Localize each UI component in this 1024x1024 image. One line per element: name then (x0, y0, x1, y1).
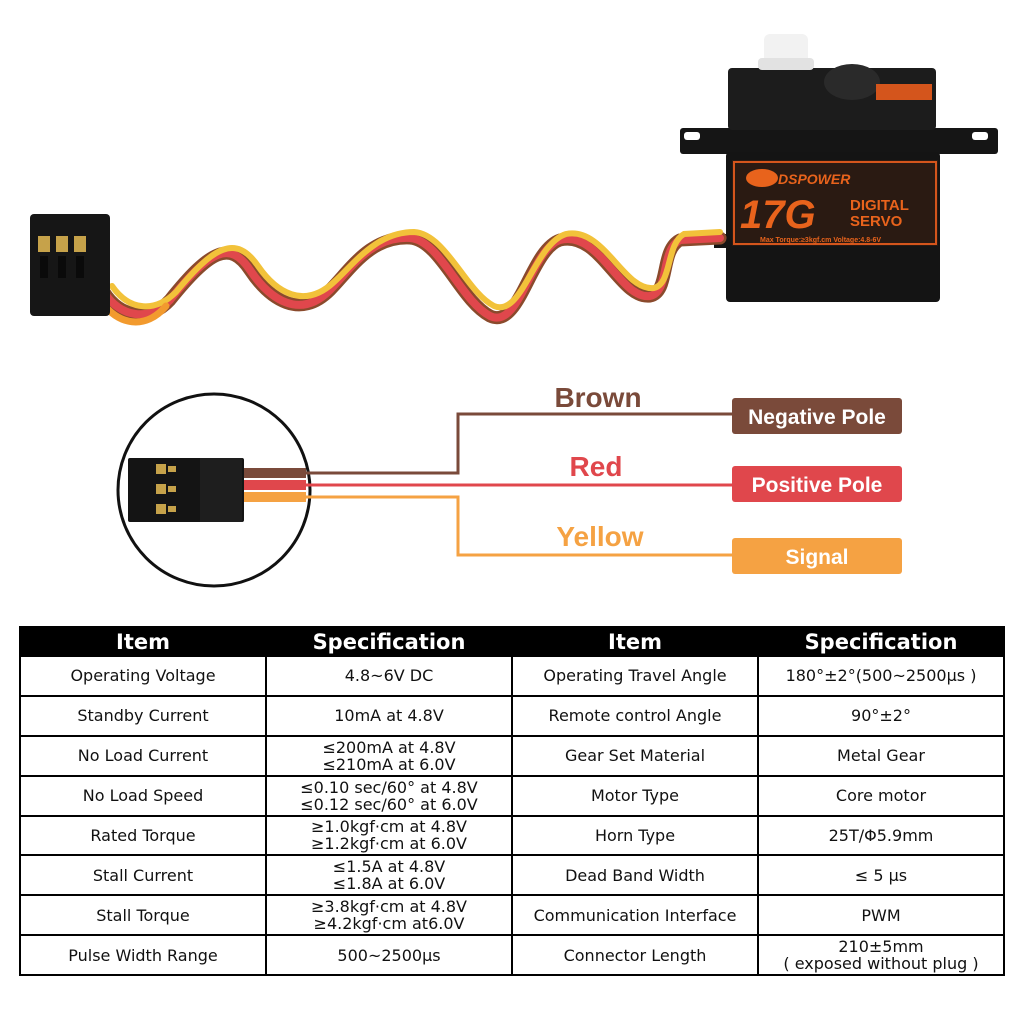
spec-value-line: ≤200mA at 4.8V (322, 737, 456, 757)
spec-item-name: Rated Torque (19, 814, 267, 857)
brand-logo: DSPOWER (778, 171, 851, 187)
spec-value-line: ≤1.5A at 4.8V (332, 857, 446, 877)
spec-value: Core motor (757, 774, 1005, 817)
coiled-cable (96, 228, 727, 326)
negative-pole-pill (732, 398, 902, 434)
spec-value-line: ( exposed without plug ) (783, 954, 979, 974)
spec-value: ≥3.8kgf·cm at 4.8V≥4.2kgf·cm at6.0V (265, 894, 513, 937)
spec-item-name: Remote control Angle (511, 694, 759, 737)
spec-item-name: Stall Current (19, 854, 267, 897)
table-row: Stall Torque≥3.8kgf·cm at 4.8V≥4.2kgf·cm… (19, 894, 1005, 937)
header-item-1: Item (19, 626, 267, 657)
positive-pole-pill (732, 466, 902, 502)
wire-color-red: Red (570, 451, 623, 482)
spec-value: 25T/Φ5.9mm (757, 814, 1005, 857)
plug-connector (30, 214, 110, 316)
spec-item-name: Motor Type (511, 774, 759, 817)
spec-item-name: Dead Band Width (511, 854, 759, 897)
spec-value: ≤ 5 μs (757, 854, 1005, 897)
spec-value-line: ≤1.8A at 6.0V (332, 874, 446, 894)
spec-value: ≥1.0kgf·cm at 4.8V≥1.2kgf·cm at 6.0V (265, 814, 513, 857)
table-row: No Load Current≤200mA at 4.8V≤210mA at 6… (19, 734, 1005, 777)
spec-value-line: ≥4.2kgf·cm at6.0V (313, 914, 465, 934)
spec-value-line: ≥3.8kgf·cm at 4.8V (310, 897, 467, 917)
table-row: Operating Voltage 4.8~6V DC Operating Trav… (19, 655, 1005, 697)
spec-value-line: PWM (861, 905, 901, 925)
spec-value: 10mA at 4.8V (265, 694, 513, 737)
spec-value-line: 25T/Φ5.9mm (828, 825, 934, 845)
spec-value-line: Core motor (835, 786, 927, 806)
header-spec-2: Specification (757, 626, 1005, 657)
spec-value-line: ≥1.2kgf·cm at 6.0V (310, 834, 467, 854)
header-item-2: Item (511, 626, 759, 657)
spec-value: ≤1.5A at 4.8V≤1.8A at 6.0V (265, 854, 513, 897)
table-row: Standby Current 10mA at 4.8V Remote contro… (19, 694, 1005, 737)
spec-item-name: Operating Travel Angle (511, 655, 759, 697)
spec-value: 90°±2° (757, 694, 1005, 737)
wire-color-brown: Brown (554, 382, 641, 413)
signal-label: Signal (785, 546, 848, 569)
negative-pole-label: Negative Pole (748, 406, 886, 429)
servo-ratings: Max Torque:≥3kgf.cm Voltage:4.8-6V (760, 237, 881, 244)
header-spec-1: Specification (265, 626, 513, 657)
spec-value: Metal Gear (757, 734, 1005, 777)
spec-value-line: 4.8~6V DC (344, 666, 434, 686)
connector-closeup (116, 392, 312, 588)
spec-value-line: 90°±2° (851, 706, 911, 726)
spec-item-name: Stall Torque (19, 894, 267, 937)
table-row: Pulse Width Range 500~2500μs Connector Len… (19, 934, 1005, 976)
product-illustration: DSPOWER 17G DIGITAL SERVO Max Torque:≥3k… (30, 34, 998, 588)
servo-photo: DSPOWER 17G DIGITAL SERVO Max Torque:≥3k… (680, 34, 998, 302)
yellow-wire-line (306, 495, 732, 557)
spec-item-name: No Load Current (19, 734, 267, 777)
positive-pole-label: Positive Pole (752, 474, 883, 497)
table-row: No Load Speed≤0.10 sec/60° at 4.8V≤0.12 … (19, 774, 1005, 817)
spec-value: 500~2500μs (265, 934, 513, 976)
servo-type-line1: DIGITAL (850, 197, 909, 214)
table-row: Rated Torque≥1.0kgf·cm at 4.8V≥1.2kgf·cm… (19, 814, 1005, 857)
spec-value-line: 10mA at 4.8V (334, 706, 444, 726)
spec-value-line: ≤0.12 sec/60° at 6.0V (300, 794, 478, 814)
spec-item-name: Horn Type (511, 814, 759, 857)
spec-value: 180°±2°(500~2500μs ) (757, 655, 1005, 697)
table-header-row: Item Specification Item Specification (19, 626, 1005, 657)
wire-color-yellow: Yellow (556, 521, 643, 552)
spec-item-name: No Load Speed (19, 774, 267, 817)
spec-value-line: 180°±2°(500~2500μs ) (785, 666, 977, 686)
servo-type-line2: SERVO (850, 213, 903, 230)
spec-value-line: 500~2500μs (337, 945, 441, 965)
spec-value: 210±5mm( exposed without plug ) (757, 934, 1005, 976)
spec-value: ≤0.10 sec/60° at 4.8V≤0.12 sec/60° at 6.… (265, 774, 513, 817)
signal-pill (732, 538, 902, 574)
specification-table: Item Specification Item Specification Op… (19, 626, 1005, 976)
spec-item-name: Operating Voltage (19, 655, 267, 697)
spec-value-line: ≤210mA at 6.0V (322, 754, 456, 774)
model-name: 17G (740, 193, 816, 237)
spec-item-name: Standby Current (19, 694, 267, 737)
spec-value-line: ≥1.0kgf·cm at 4.8V (310, 817, 467, 837)
spec-value: PWM (757, 894, 1005, 937)
spec-item-name: Gear Set Material (511, 734, 759, 777)
spec-item-name: Connector Length (511, 934, 759, 976)
spec-value: 4.8~6V DC (265, 655, 513, 697)
spec-value-line: ≤ 5 μs (854, 865, 908, 885)
spec-value-line: ≤0.10 sec/60° at 4.8V (300, 777, 478, 797)
spec-value: ≤200mA at 4.8V≤210mA at 6.0V (265, 734, 513, 777)
spec-item-name: Pulse Width Range (19, 934, 267, 976)
spec-value-line: 210±5mm (838, 937, 924, 957)
spec-value-line: Metal Gear (837, 746, 925, 766)
spec-item-name: Communication Interface (511, 894, 759, 937)
brown-wire-line (306, 412, 732, 475)
